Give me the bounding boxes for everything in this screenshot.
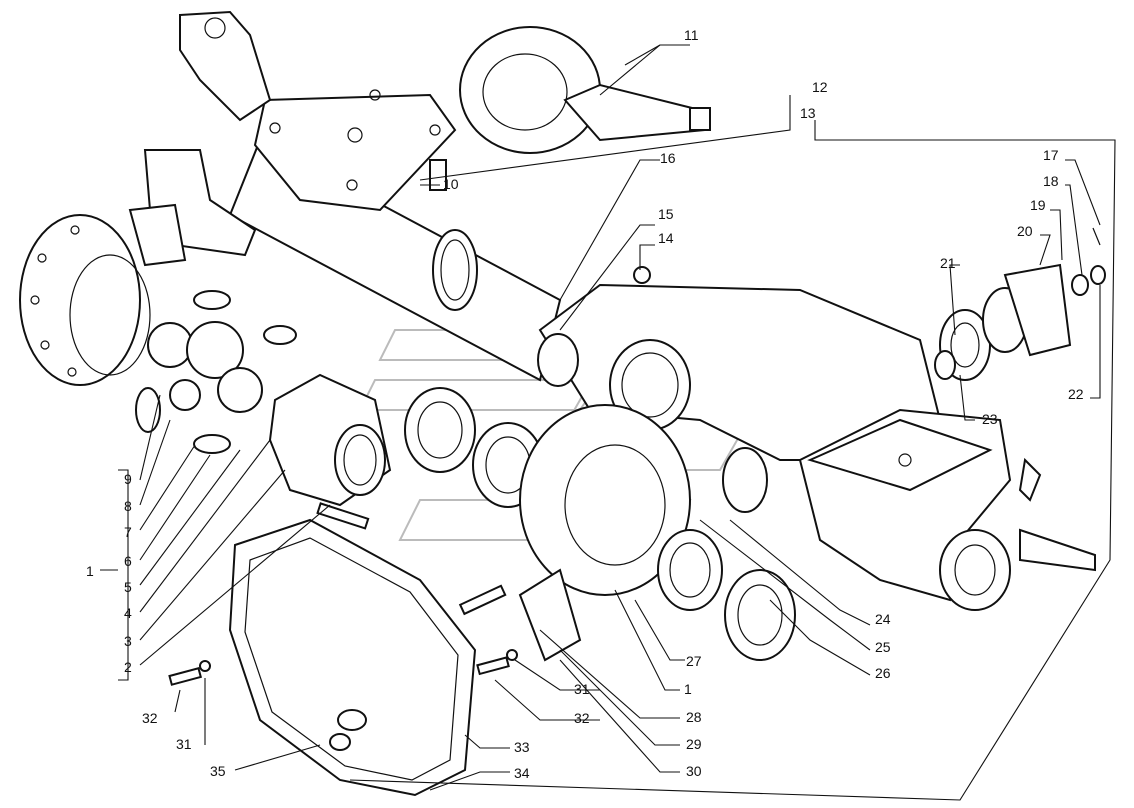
callout-14: 14 (658, 230, 674, 246)
housing-cover (228, 518, 477, 797)
axle-housing-tube (128, 10, 562, 382)
callout-30: 30 (686, 763, 702, 779)
callout-22: 22 (1068, 386, 1084, 402)
callout-labels: 1 1 2 3 4 5 6 7 8 9 10 11 12 13 14 15 16… (86, 27, 1084, 781)
callout-5: 5 (124, 579, 132, 595)
callout-29: 29 (686, 736, 702, 752)
callout-8: 8 (124, 498, 132, 514)
callout-9: 9 (124, 471, 132, 487)
callout-25: 25 (875, 639, 891, 655)
callout-34: 34 (514, 765, 530, 781)
callout-16: 16 (660, 150, 676, 166)
callout-20: 20 (1017, 223, 1033, 239)
callout-31: 31 (574, 681, 590, 697)
callout-6: 6 (124, 553, 132, 569)
callout-19: 19 (1030, 197, 1046, 213)
callout-26: 26 (875, 665, 891, 681)
callout-23: 23 (982, 411, 998, 427)
ring-gear-pinion (459, 26, 711, 154)
right-axle-housing (798, 408, 1096, 611)
differential-case-right (518, 404, 796, 662)
differential-case-left (268, 373, 392, 507)
callout-1b: 1 (684, 681, 692, 697)
callout-7: 7 (124, 524, 132, 540)
callout-27: 27 (686, 653, 702, 669)
callout-3: 3 (124, 633, 132, 649)
callout-31b: 31 (176, 736, 192, 752)
callout-32b: 32 (574, 710, 590, 726)
carrier-housing (537, 266, 942, 461)
callout-4: 4 (124, 605, 132, 621)
callout-15: 15 (658, 206, 674, 222)
leader-lines (100, 44, 1116, 801)
callout-10: 10 (443, 176, 459, 192)
callout-13: 13 (800, 105, 816, 121)
differential-gears (135, 290, 297, 454)
callout-17: 17 (1043, 147, 1059, 163)
callout-35: 35 (210, 763, 226, 779)
callout-33: 33 (514, 739, 530, 755)
callout-24: 24 (875, 611, 891, 627)
pinion-bearing-stack (934, 227, 1106, 381)
callout-21: 21 (940, 255, 956, 271)
callout-18: 18 (1043, 173, 1059, 189)
left-hub-flange (19, 214, 151, 386)
bolts (168, 159, 518, 686)
callout-11: 11 (684, 27, 699, 43)
callout-12: 12 (812, 79, 828, 95)
callout-1: 1 (86, 563, 94, 579)
callout-28: 28 (686, 709, 702, 725)
callout-32: 32 (142, 710, 158, 726)
callout-2: 2 (124, 659, 132, 675)
